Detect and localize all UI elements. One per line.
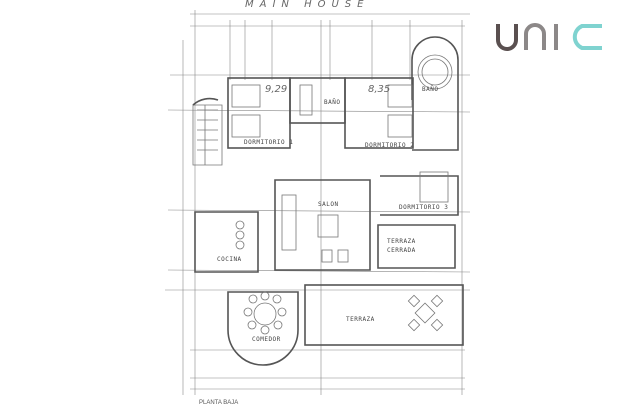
- room-label-salon: SALON: [318, 201, 339, 208]
- furniture: [231, 84, 449, 335]
- room-label-comedor: COMEDOR: [252, 336, 281, 343]
- plan-caption: PLANTA BAJA: [199, 400, 238, 406]
- room-label-terraza-cerrada: TERRAZA: [387, 238, 416, 245]
- walls: [192, 36, 464, 366]
- dimension-lines: [165, 10, 471, 395]
- room-label-cocina: COCINA: [217, 256, 242, 263]
- room-label-dormitorio-3: DORMITORIO 3: [399, 204, 448, 211]
- room-label-dormitorio-1: DORMITORIO 1: [244, 139, 293, 146]
- unic-logo: [496, 23, 602, 51]
- room-label-bano-2: BAÑO: [422, 86, 438, 93]
- room-label-terraza: TERRAZA: [346, 316, 375, 323]
- room-label-terraza-cerrada: CERRADA: [387, 247, 416, 254]
- handwritten-title: MAIN HOUSE: [245, 0, 369, 10]
- room-label-bano: BAÑO: [324, 99, 340, 106]
- area-note: 8,35: [368, 84, 390, 95]
- room-label-dormitorio-2: DORMITORIO 2: [365, 142, 414, 149]
- area-note: 9,29: [265, 84, 287, 95]
